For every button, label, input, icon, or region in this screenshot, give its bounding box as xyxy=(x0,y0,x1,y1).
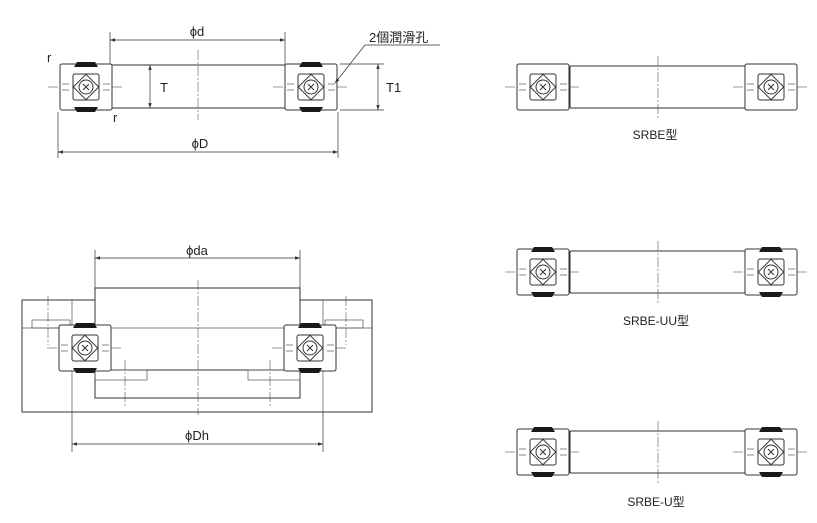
variant-srbe-uu: SRBE-UU型 xyxy=(505,241,809,328)
left-ring-section xyxy=(48,62,124,112)
mounted-left-section xyxy=(47,323,123,373)
variant-caption: SRBE型 xyxy=(633,128,678,142)
variant-srbe: SRBE型 xyxy=(505,56,809,142)
variant-srbe-u: SRBE-U型 xyxy=(505,421,809,509)
mounted-right-section xyxy=(272,323,348,373)
lube-holes-label: 2個潤滑孔 xyxy=(369,30,428,45)
main-section-drawing: ϕd T T1 ϕD r r 2個潤滑孔 xyxy=(47,24,440,158)
width-t1-label: T1 xyxy=(386,80,401,95)
right-ring-section xyxy=(273,62,349,112)
variant-caption: SRBE-U型 xyxy=(627,495,684,509)
outer-diameter-label: ϕD xyxy=(192,136,209,151)
chamfer-r-bottom-label: r xyxy=(113,110,118,125)
chamfer-r-top-label: r xyxy=(47,50,52,65)
mounting-drawing: ϕda ϕDh xyxy=(21,243,373,452)
shoulder-da-label: ϕda xyxy=(186,243,209,258)
inner-diameter-label: ϕd xyxy=(190,24,205,39)
width-t-label: T xyxy=(160,80,168,95)
housing-dh-label: ϕDh xyxy=(185,428,209,443)
variant-caption: SRBE-UU型 xyxy=(623,314,689,328)
